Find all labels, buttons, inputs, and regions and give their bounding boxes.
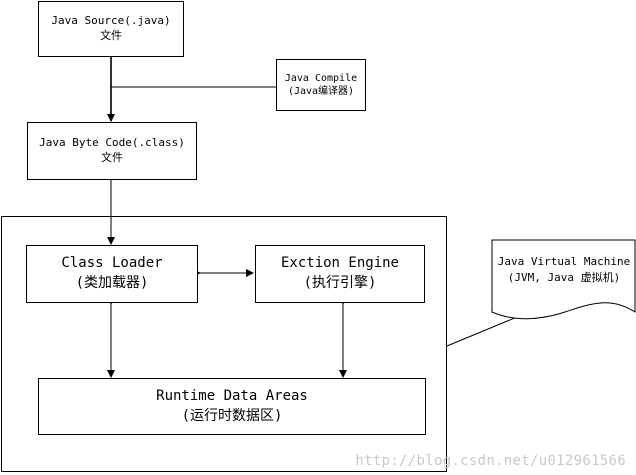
class-loader-label: Class Loader xyxy=(61,255,163,272)
class-loader-sublabel: (类加载器) xyxy=(75,275,149,291)
watermark: http://blog.csdn.net/u012961566 xyxy=(355,453,626,469)
runtime-data-label: Runtime Data Areas xyxy=(156,387,308,404)
byte-code-sublabel: 文件 xyxy=(101,151,123,164)
jvm-note-shape xyxy=(491,239,636,320)
jvm-note-subtitle: (JVM, Java 虚拟机) xyxy=(507,270,621,284)
jvm-note: Java Virtual Machine (JVM, Java 虚拟机) xyxy=(492,254,636,286)
runtime-data-areas-node: Runtime Data Areas (运行时数据区) xyxy=(38,378,426,435)
jvm-note-title: Java Virtual Machine xyxy=(497,255,631,268)
execution-engine-node: Exction Engine (执行引擎) xyxy=(255,245,425,303)
jvm-container xyxy=(1,216,447,472)
runtime-data-sublabel: (运行时数据区) xyxy=(181,407,283,424)
java-compile-label: Java Compile xyxy=(284,72,358,84)
java-source-label: Java Source(.java) xyxy=(51,14,171,28)
execution-engine-label: Exction Engine xyxy=(280,255,399,272)
byte-code-label: Java Byte Code(.class) xyxy=(39,136,185,150)
java-compile-sublabel: (Java编译器) xyxy=(287,86,355,97)
java-source-node: Java Source(.java) 文件 xyxy=(38,1,184,57)
byte-code-node: Java Byte Code(.class) 文件 xyxy=(27,122,197,180)
execution-engine-sublabel: (执行引擎) xyxy=(303,275,377,291)
java-compile-node: Java Compile (Java编译器) xyxy=(276,59,366,111)
class-loader-node: Class Loader (类加载器) xyxy=(26,245,198,303)
java-source-sublabel: 文件 xyxy=(100,29,122,42)
